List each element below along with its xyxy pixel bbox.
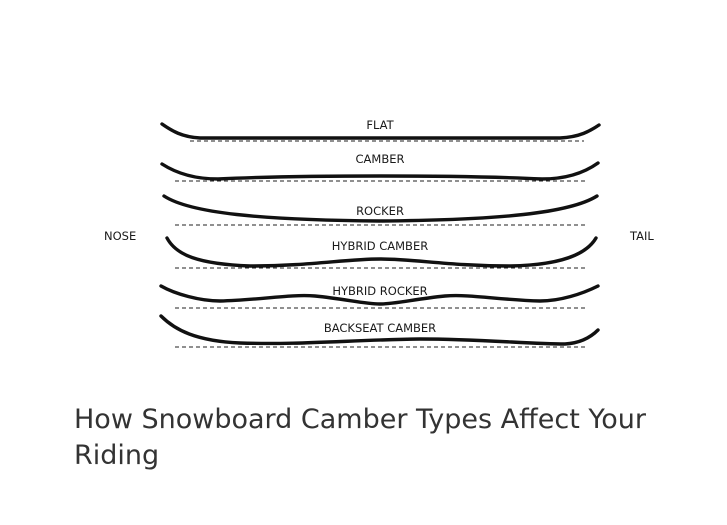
profile-flat: FLAT [160,118,601,142]
backseat-camber-label: BACKSEAT CAMBER [324,321,436,335]
tail-label: TAIL [629,229,654,243]
camber-label: CAMBER [356,152,405,166]
hybrid-rocker-label: HYBRID ROCKER [332,284,427,298]
flat-board-curve [160,122,601,140]
hybrid-camber-label: HYBRID CAMBER [332,239,428,253]
hybrid-rocker-board-curve [159,284,600,306]
camber-board-curve [160,161,600,181]
flat-label: FLAT [366,118,394,132]
profile-rocker: ROCKER [162,194,599,226]
nose-label: NOSE [104,229,136,243]
profile-hybrid-rocker: HYBRID ROCKER [159,284,600,309]
profile-hybrid-camber: HYBRID CAMBER [165,236,598,269]
rocker-label: ROCKER [356,204,404,218]
camber-types-diagram: NOSE TAIL FLAT CAMBER ROCKER HYBRID CAMB… [104,118,654,348]
hybrid-camber-board-curve [165,236,598,268]
article-title[interactable]: How Snowboard Camber Types Affect Your R… [74,404,647,471]
profile-backseat-camber: BACKSEAT CAMBER [159,314,600,348]
rocker-board-curve [162,194,599,223]
profile-camber: CAMBER [160,152,600,182]
backseat-camber-board-curve [159,314,600,346]
